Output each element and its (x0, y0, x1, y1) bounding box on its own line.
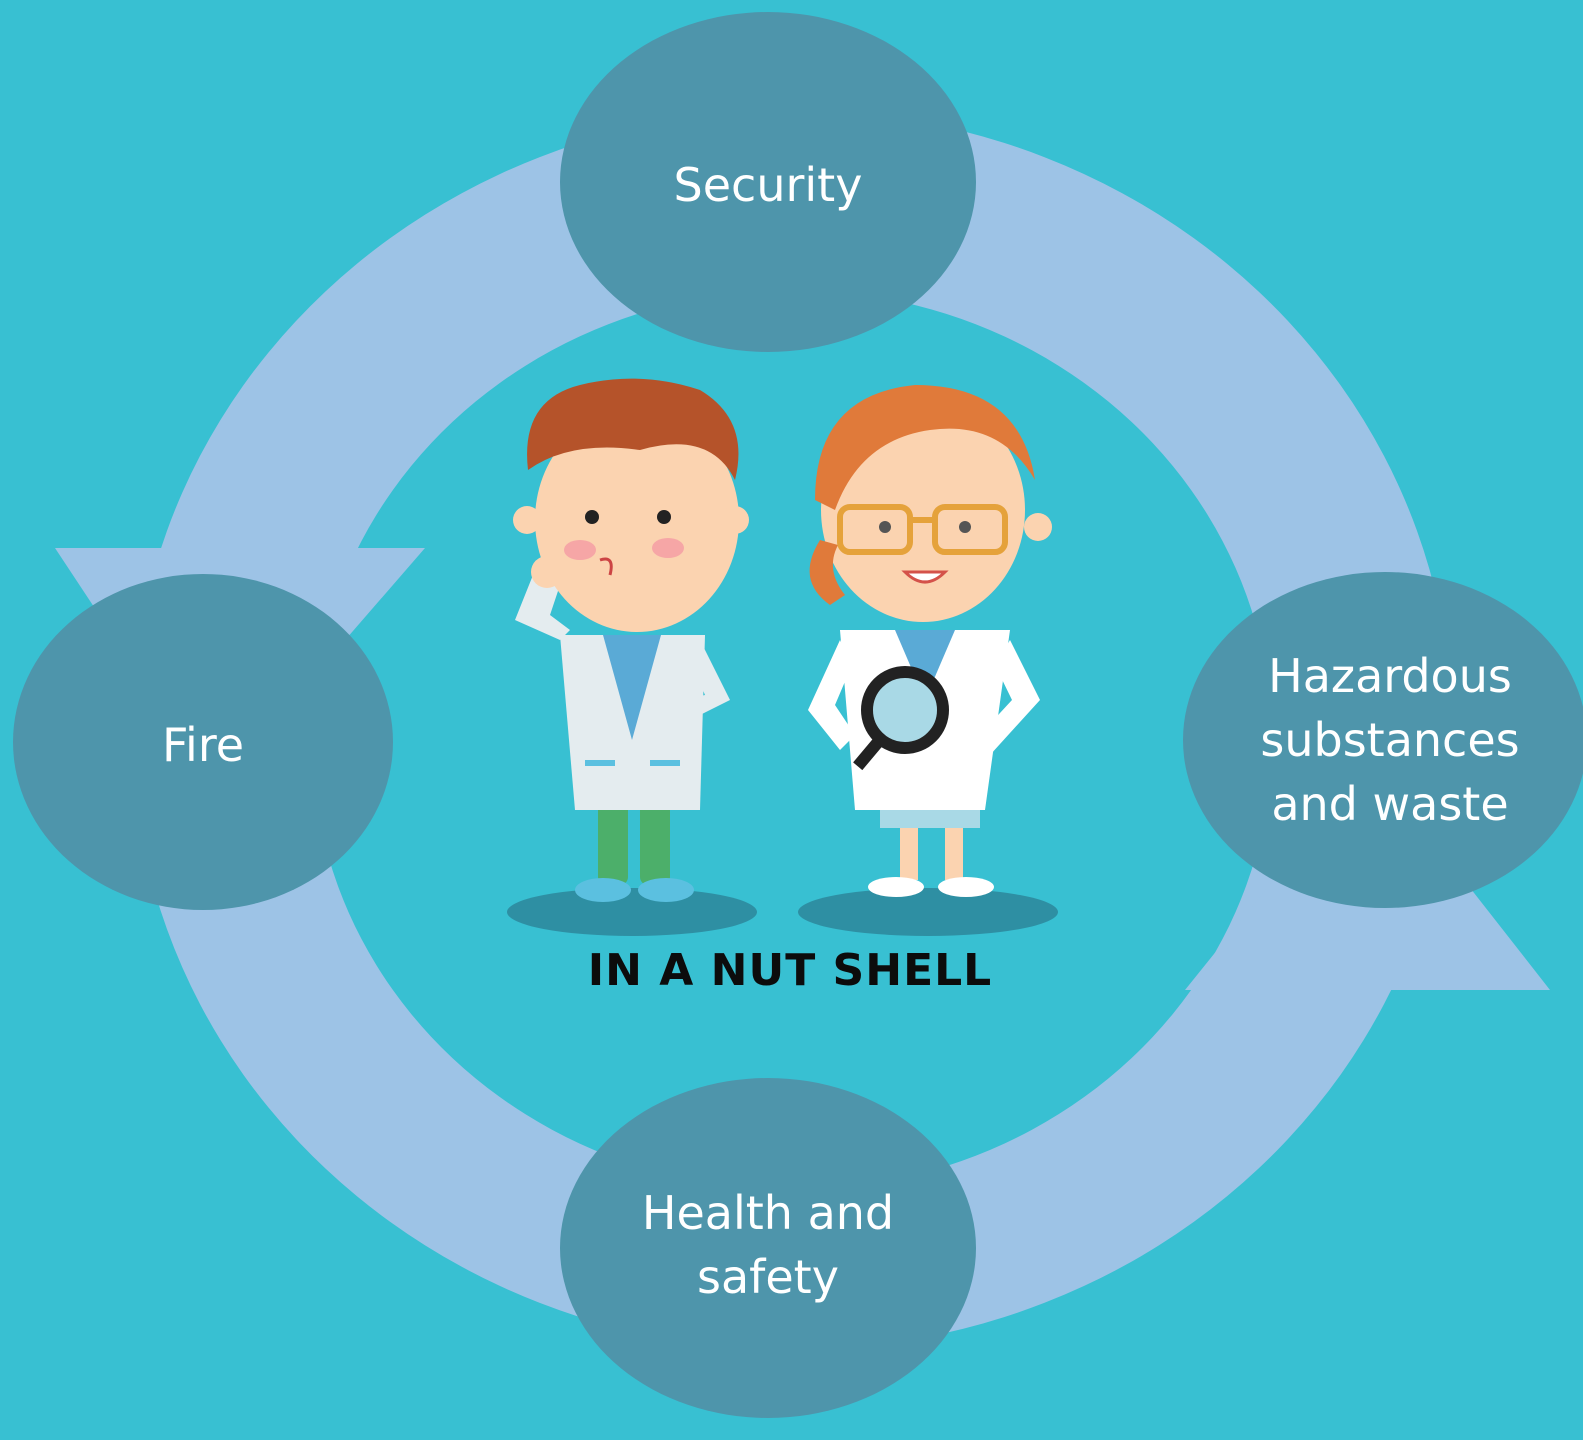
shadow-right (798, 888, 1058, 936)
node-fire-label: Fire (161, 718, 245, 772)
shadow-left (507, 888, 757, 936)
node-security (560, 12, 976, 352)
node-health (560, 1078, 976, 1418)
node-hazardous (1183, 572, 1583, 908)
node-hazardous-label: Hazardous substances and waste (1260, 649, 1520, 831)
girl-figure (808, 385, 1052, 897)
node-fire (13, 574, 393, 910)
center-caption: IN A NUT SHELL (587, 944, 993, 996)
node-health-label: Health and safety (641, 1186, 895, 1304)
boy-figure (513, 378, 749, 902)
node-security-label: Security (673, 158, 863, 212)
scientists-illustration (507, 378, 1058, 936)
magnifier-icon (861, 666, 949, 754)
